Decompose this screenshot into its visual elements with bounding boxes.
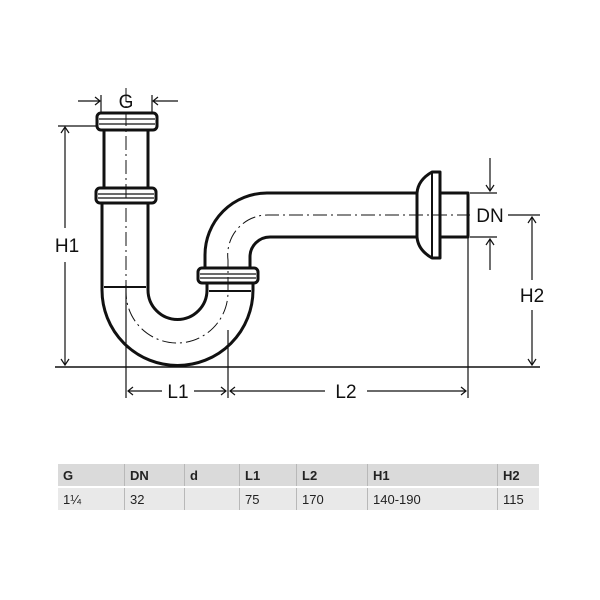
siphon-technical-drawing: G H1 L1 L2 DN H2 xyxy=(55,88,544,403)
col-header: H1 xyxy=(367,464,498,488)
dim-label-h1: H1 xyxy=(55,236,79,257)
top-coupling xyxy=(95,111,159,132)
dim-label-g: G xyxy=(119,92,134,113)
dim-label-dn: DN xyxy=(476,206,503,227)
outlet-bend xyxy=(203,191,417,268)
table-cell: 75 xyxy=(239,487,297,510)
table-cell: 170 xyxy=(296,487,368,510)
dim-label-h2: H2 xyxy=(520,286,544,307)
col-header: DN xyxy=(124,464,185,488)
table-cell: 32 xyxy=(124,487,185,510)
dimensions-table: G DN d L1 L2 H1 H2 1¼ 32 75 170 140-190 … xyxy=(57,464,539,510)
u-bend xyxy=(100,203,255,367)
col-header: H2 xyxy=(497,464,539,488)
table-row: 1¼ 32 75 170 140-190 115 xyxy=(57,487,539,510)
table-cell: 115 xyxy=(497,487,539,510)
col-header: L1 xyxy=(239,464,297,488)
col-header: d xyxy=(184,464,240,488)
dim-label-l1: L1 xyxy=(167,382,188,403)
dim-label-l2: L2 xyxy=(335,382,356,403)
col-header: G xyxy=(57,464,125,488)
table-cell: 140-190 xyxy=(367,487,498,510)
table-cell: 1¼ xyxy=(57,487,125,510)
table-cell xyxy=(184,487,240,510)
table-header-row: G DN d L1 L2 H1 H2 xyxy=(57,464,539,488)
col-header: L2 xyxy=(296,464,368,488)
